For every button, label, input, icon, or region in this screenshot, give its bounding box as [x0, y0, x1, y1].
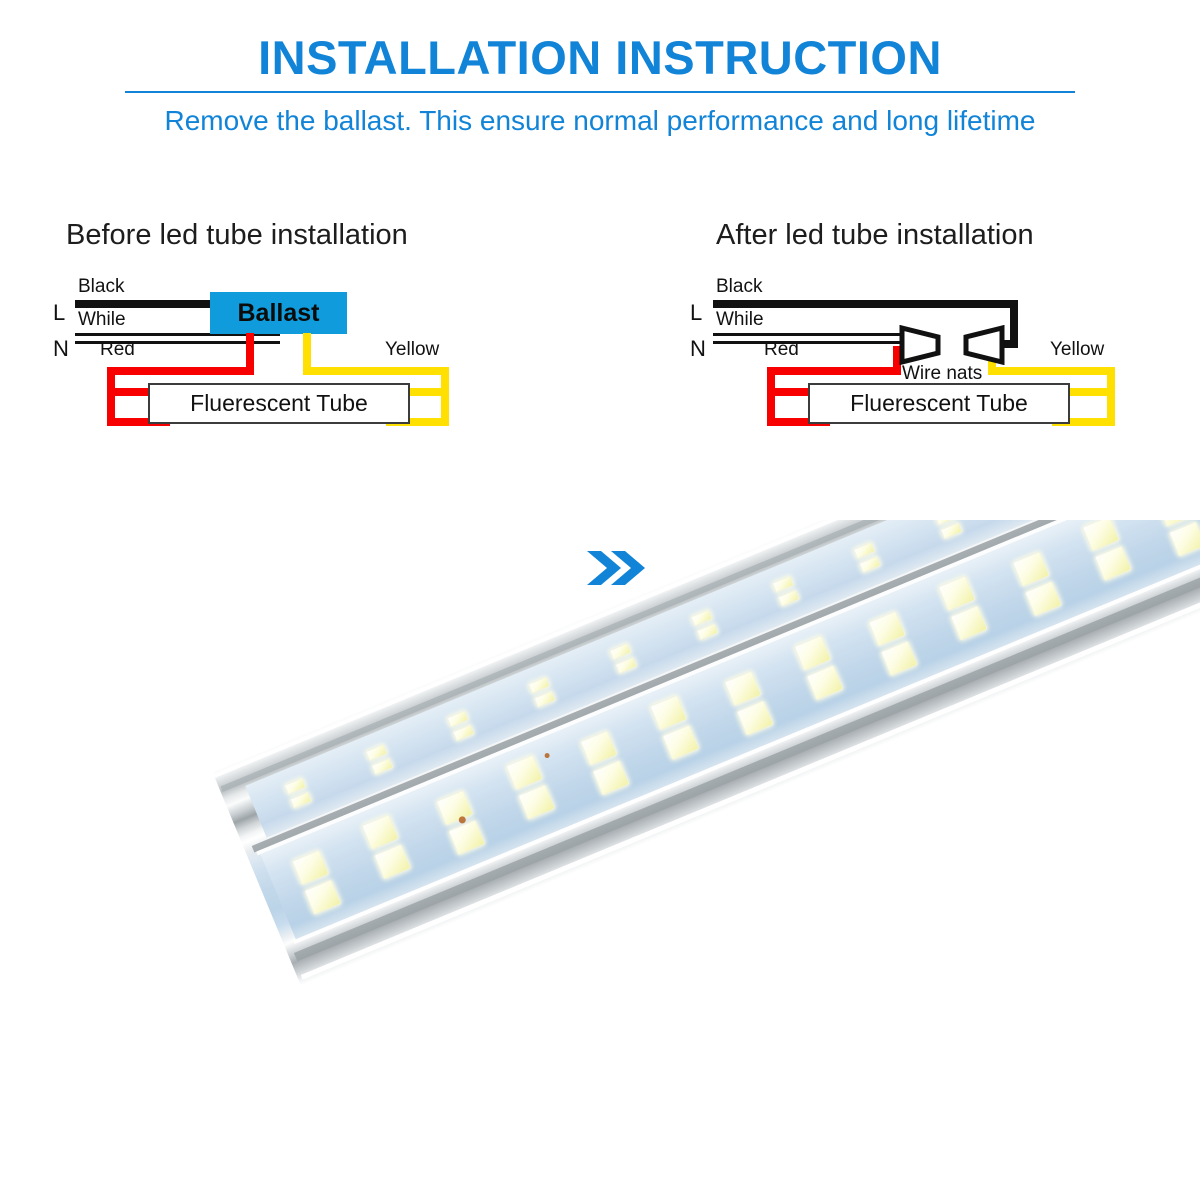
after-label-white: While — [716, 309, 764, 330]
after-wiring-diagram: L N Black While Wire nats — [650, 270, 1200, 550]
led-chip — [447, 819, 486, 856]
after-wire-yellow-run — [988, 367, 1115, 375]
after-label-black: Black — [716, 276, 763, 297]
title-divider — [125, 91, 1075, 93]
after-fluorescent-tube-box: Fluerescent Tube — [808, 383, 1070, 424]
before-wire-red-run — [107, 367, 254, 375]
led-chip — [805, 664, 844, 701]
after-wire-red-drop — [893, 346, 901, 375]
after-wire-red-run — [767, 367, 901, 375]
led-chip — [303, 878, 342, 916]
after-diagram-title: After led tube installation — [716, 219, 1034, 251]
before-wire-white-top — [75, 333, 280, 336]
led-chip — [736, 699, 775, 737]
before-fluorescent-tube-box: Fluerescent Tube — [148, 383, 410, 424]
ballast-box: Ballast — [210, 292, 347, 334]
after-label-L: L — [690, 300, 703, 325]
led-chip — [1094, 545, 1133, 582]
before-wire-black-live — [75, 300, 280, 308]
after-wire-black-drop — [1010, 300, 1018, 348]
before-label-L: L — [53, 300, 66, 325]
led-chip — [591, 759, 631, 797]
led-chip — [435, 789, 474, 827]
led-chip — [940, 521, 963, 540]
before-wire-yellow-drop — [303, 333, 311, 375]
led-chip — [1168, 520, 1200, 558]
wire-nut-left-icon — [899, 325, 941, 365]
before-wire-red-pin-top — [107, 388, 170, 396]
page-subtitle: Remove the ballast. This ensure normal p… — [164, 105, 1036, 136]
after-wire-yellow-pin-bottom — [1052, 418, 1115, 426]
led-chip — [361, 814, 400, 851]
wire-nut-right-icon — [963, 325, 1005, 365]
after-label-yellow: Yellow — [1050, 339, 1105, 360]
double-chevron-right-icon — [587, 551, 645, 585]
led-chip — [289, 791, 313, 810]
after-wire-yellow-vertical — [1107, 367, 1115, 426]
led-chip — [858, 555, 882, 574]
before-label-red: Red — [100, 339, 135, 360]
diagram-section: Before led tube installation After led t… — [0, 195, 1200, 585]
led-chip — [614, 656, 638, 675]
before-label-yellow: Yellow — [385, 339, 440, 360]
before-fluorescent-tube-label: Fluerescent Tube — [190, 390, 368, 416]
transition-arrow — [585, 547, 647, 594]
after-label-N: N — [690, 336, 706, 361]
before-label-white: While — [78, 309, 126, 330]
pcb-speck — [543, 752, 551, 759]
before-wire-yellow-vertical — [441, 367, 449, 426]
led-chip — [291, 849, 330, 886]
before-wire-yellow-pin-bottom — [386, 418, 449, 426]
before-wire-yellow-run — [303, 367, 449, 375]
led-chip — [505, 754, 544, 791]
led-chip — [452, 723, 475, 742]
before-wire-red-pin-bottom — [107, 418, 170, 426]
led-chip — [723, 670, 762, 707]
led-chip — [949, 604, 989, 642]
after-wire-yellow-pin-top — [1052, 388, 1115, 396]
led-chip — [1024, 580, 1063, 617]
header: INSTALLATION INSTRUCTION Remove the ball… — [0, 0, 1200, 137]
before-label-black: Black — [78, 276, 125, 297]
after-wire-red-pin-top — [767, 388, 830, 396]
after-wire-white-bottom — [713, 341, 903, 344]
led-chip — [793, 634, 832, 672]
led-tube-body — [74, 520, 1200, 1043]
led-chip — [533, 690, 557, 709]
page-title: INSTALLATION INSTRUCTION — [258, 31, 942, 84]
led-chip — [867, 610, 907, 648]
led-chip — [517, 783, 556, 821]
after-wire-red-vertical — [767, 367, 775, 426]
led-chip — [937, 575, 976, 612]
led-chip — [880, 640, 919, 677]
before-wire-yellow-pin-top — [386, 388, 449, 396]
before-diagram-title: Before led tube installation — [66, 219, 408, 251]
led-chip — [649, 694, 688, 732]
before-wire-red-drop — [246, 333, 254, 375]
led-chip — [370, 757, 394, 776]
after-wire-red-pin-bottom — [767, 418, 830, 426]
led-chip — [777, 589, 801, 608]
after-wire-black-run — [713, 300, 1018, 308]
before-wire-red-vertical — [107, 367, 115, 426]
led-chip — [661, 724, 700, 761]
led-tube-photo — [0, 520, 1200, 1200]
after-fluorescent-tube-label: Fluerescent Tube — [850, 390, 1028, 416]
after-label-wire-nuts: Wire nats — [902, 363, 983, 384]
ballast-label: Ballast — [237, 298, 320, 327]
before-wire-white-bottom — [75, 341, 280, 344]
before-label-N: N — [53, 336, 69, 361]
before-wiring-diagram: L N Black While Ballast Red — [0, 270, 600, 550]
led-chip — [1012, 550, 1051, 588]
led-chip — [373, 843, 412, 881]
after-wire-white-top — [713, 333, 903, 336]
led-chip — [579, 730, 618, 767]
led-chip — [696, 622, 719, 641]
after-label-red: Red — [764, 339, 799, 360]
